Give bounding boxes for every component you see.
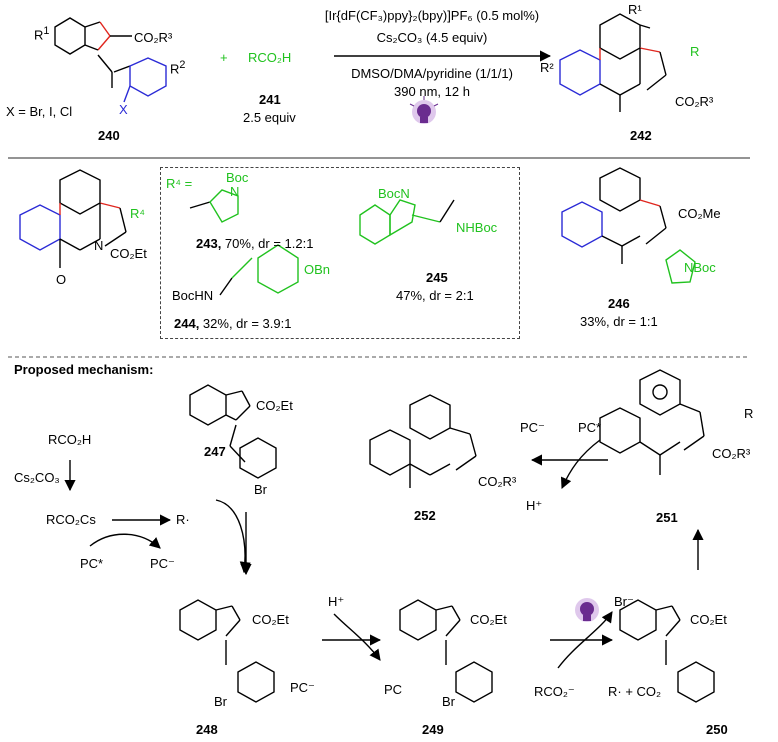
structure-252 bbox=[369, 394, 477, 488]
equiv-label: 2.5 equiv bbox=[243, 110, 296, 125]
n-label: N bbox=[94, 238, 104, 253]
pc-minus-2-label: PC⁻ bbox=[290, 680, 315, 695]
pc-star-label: PC* bbox=[80, 556, 104, 571]
structure-247 bbox=[189, 384, 277, 479]
product-r1-label: R¹ bbox=[628, 2, 642, 17]
bocn-label: BocN bbox=[378, 186, 410, 201]
structure-242 bbox=[559, 13, 667, 112]
compound-241: 241 bbox=[259, 92, 281, 107]
r-251-label: R bbox=[744, 406, 754, 421]
pc-label: PC bbox=[384, 682, 403, 697]
light-bulb-icon bbox=[575, 598, 599, 622]
br-249-label: Br bbox=[442, 694, 455, 709]
x-label: X bbox=[119, 102, 128, 117]
o-label: O bbox=[56, 272, 67, 287]
compound-251: 251 bbox=[656, 510, 678, 525]
co2et-247-label: CO₂Et bbox=[256, 398, 293, 413]
compound-240: 240 bbox=[98, 128, 120, 143]
co2r3-label: CO₂R³ bbox=[134, 30, 173, 45]
compound-252: 252 bbox=[414, 508, 436, 523]
structure-250 bbox=[619, 599, 715, 703]
product-r-label: R bbox=[690, 44, 700, 59]
substituent-244 bbox=[219, 244, 299, 296]
compound-245: 245 bbox=[426, 270, 448, 285]
r1-label: R1 bbox=[34, 25, 50, 43]
co2r3-251-label: CO₂R³ bbox=[712, 446, 751, 461]
compound-248: 248 bbox=[196, 722, 218, 737]
substituent-243 bbox=[189, 189, 239, 223]
light-bulb-icon bbox=[409, 96, 439, 124]
rco2h-label: RCO₂H bbox=[48, 432, 92, 447]
r-co2-label: R· + CO₂ bbox=[608, 684, 662, 699]
obn-label: OBn bbox=[304, 262, 331, 277]
compound-249: 249 bbox=[422, 722, 444, 737]
product-co2r3-label: CO₂R³ bbox=[675, 94, 714, 109]
co2et-249-label: CO₂Et bbox=[470, 612, 507, 627]
co2et-label: CO₂Et bbox=[110, 246, 147, 261]
br-248-label: Br bbox=[214, 694, 227, 709]
co2et-250-label: CO₂Et bbox=[690, 612, 727, 627]
substituent-box bbox=[160, 167, 520, 339]
structure-240 bbox=[54, 17, 167, 103]
compound-246-caption: 33%, dr = 1:1 bbox=[580, 314, 658, 329]
condition-catalyst: [Ir{dF(CF₃)ppy}₂(bpy)]PF₆ (0.5 mol%) bbox=[324, 8, 540, 23]
br-minus-label: Br⁻ bbox=[614, 594, 634, 609]
condition-base: Cs₂CO₃ (4.5 equiv) bbox=[376, 30, 488, 45]
pc-minus-3-label: PC⁻ bbox=[520, 420, 545, 435]
r4-eq-label: R⁴ = bbox=[166, 176, 193, 191]
co2me-label: CO₂Me bbox=[678, 206, 721, 221]
compound-250: 250 bbox=[706, 722, 728, 737]
nhboc-label: NHBoc bbox=[456, 220, 498, 235]
r2-label: R2 bbox=[170, 59, 186, 77]
nboc-label: NBoc bbox=[684, 260, 716, 275]
structure-246 bbox=[561, 167, 696, 284]
cs2co3-label: Cs₂CO₃ bbox=[14, 470, 60, 485]
structure-r4-product bbox=[19, 169, 127, 268]
rco2cs-label: RCO₂Cs bbox=[46, 512, 96, 527]
mechanism-arrows bbox=[64, 439, 704, 669]
pc-star-2-label: PC* bbox=[578, 420, 602, 435]
structure-248 bbox=[179, 599, 275, 703]
compound-242: 242 bbox=[630, 128, 652, 143]
r-radical-label: R· bbox=[176, 512, 190, 527]
compound-246: 246 bbox=[608, 296, 630, 311]
h-plus-2-label: H⁺ bbox=[526, 498, 543, 513]
rco2-minus-label: RCO₂⁻ bbox=[534, 684, 575, 699]
mechanism-heading: Proposed mechanism: bbox=[14, 362, 154, 377]
n-243-label: N bbox=[230, 184, 240, 199]
r4-label: R⁴ bbox=[130, 206, 145, 221]
reagent-label: RCO₂H bbox=[248, 50, 292, 65]
compound-247: 247 bbox=[204, 444, 226, 459]
plus-sign: + bbox=[220, 50, 228, 65]
structure-249 bbox=[399, 599, 493, 703]
x-definition: X = Br, I, Cl bbox=[6, 104, 73, 119]
structure-251 bbox=[599, 369, 705, 475]
co2et-248-label: CO₂Et bbox=[252, 612, 289, 627]
product-r2-label: R² bbox=[540, 60, 554, 75]
compound-245-caption: 47%, dr = 2:1 bbox=[396, 288, 474, 303]
boc-label: Boc bbox=[226, 170, 249, 185]
br-247-label: Br bbox=[254, 482, 267, 497]
condition-light: 390 nm, 12 h bbox=[394, 84, 470, 99]
pc-minus-label: PC⁻ bbox=[150, 556, 175, 571]
h-plus-label: H⁺ bbox=[328, 594, 345, 609]
co2r3-252-label: CO₂R³ bbox=[478, 474, 517, 489]
compound-244-caption: 244, 32%, dr = 3.9:1 bbox=[174, 316, 292, 331]
bochn-label: BocHN bbox=[172, 288, 214, 303]
substituent-245 bbox=[359, 199, 455, 245]
compound-243-caption: 243, 70%, dr = 1.2:1 bbox=[196, 236, 314, 251]
condition-solvent: DMSO/DMA/pyridine (1/1/1) bbox=[351, 66, 513, 81]
